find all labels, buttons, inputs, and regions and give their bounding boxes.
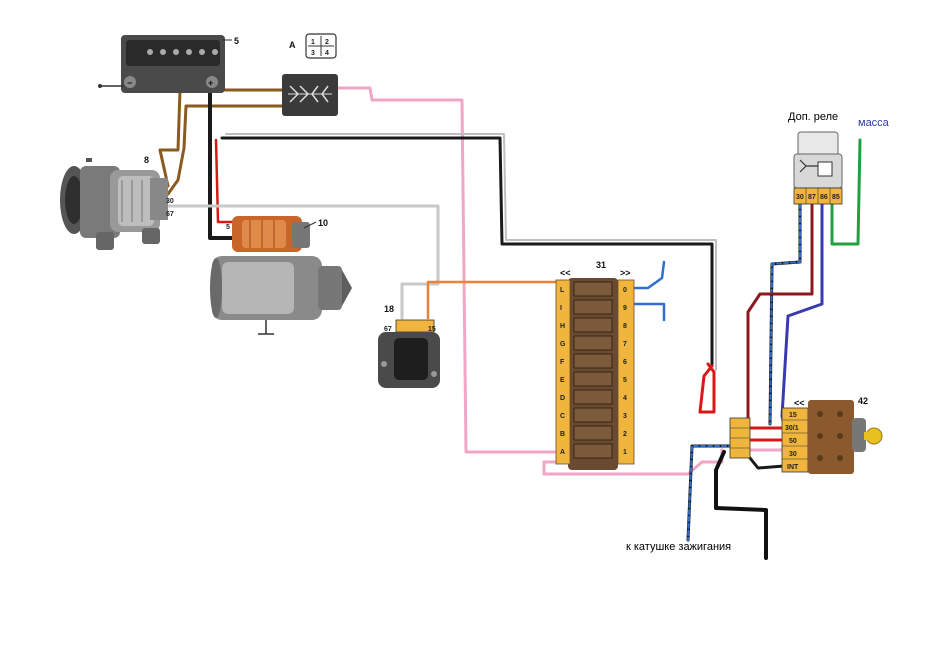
fuse-number: 6 bbox=[623, 359, 627, 366]
orange-wire-15 bbox=[426, 280, 558, 320]
fuse-letter: H bbox=[560, 323, 565, 330]
connector-a-pin-1: 1 bbox=[311, 39, 315, 46]
fuse-letter: L bbox=[560, 287, 565, 294]
ign-black bbox=[748, 456, 786, 470]
heavy-black-wire bbox=[714, 450, 768, 560]
aux-relay: Доп. реле масса 30 87 86 85 bbox=[788, 111, 890, 205]
svg-text:<<: << bbox=[560, 268, 571, 278]
coil-wire-blue bbox=[687, 445, 741, 541]
battery-minus: − bbox=[127, 78, 132, 88]
regulator-terminal-67: 67 bbox=[384, 326, 392, 333]
wires bbox=[158, 86, 862, 560]
relay-pin-87: 87 bbox=[808, 194, 816, 201]
relay-pin-30: 30 bbox=[796, 194, 804, 201]
fuse-letter: B bbox=[560, 431, 565, 438]
fuse-number: 3 bbox=[623, 413, 627, 420]
relay-87-darkred bbox=[746, 202, 814, 422]
fuse-letter-labels: L I H G F E D C B A bbox=[560, 287, 566, 456]
ignition-switch: 42 << 15 30/1 50 30 INT bbox=[781, 396, 883, 474]
connector-a-pin-4: 4 bbox=[325, 50, 329, 57]
fuse-box: 31 << >> L I H G F E D C B A bbox=[555, 260, 635, 470]
relay-pin-85: 85 bbox=[832, 194, 840, 201]
starter-terminal-5: 5 bbox=[226, 224, 230, 231]
relay-pin-86: 86 bbox=[820, 194, 828, 201]
relay-title: Доп. реле bbox=[788, 111, 838, 123]
junction-connector bbox=[729, 417, 751, 459]
pink-wire-bottom bbox=[542, 448, 724, 476]
battery: − + 5 bbox=[98, 35, 239, 93]
pink-wire bbox=[336, 86, 558, 454]
alternator-number: 8 bbox=[144, 155, 149, 165]
voltage-regulator: 18 67 15 bbox=[378, 304, 440, 388]
fuse-number: 4 bbox=[623, 395, 627, 402]
fuse-number: 7 bbox=[623, 341, 627, 348]
ground-label: масса bbox=[858, 117, 890, 129]
regulator-number: 18 bbox=[384, 304, 394, 314]
battery-plus: + bbox=[208, 78, 213, 88]
ignition-terminal-30-1: 30/1 bbox=[785, 425, 799, 432]
black-main-wire bbox=[208, 90, 234, 240]
regulator-terminal-15: 15 bbox=[428, 326, 436, 333]
fuse-letter: I bbox=[560, 305, 562, 312]
coil-label: к катушке зажигания bbox=[626, 541, 731, 553]
relay-86-navy bbox=[780, 202, 824, 428]
alternator-terminal-67: 67 bbox=[166, 211, 174, 218]
connector-a-pin-3: 3 bbox=[311, 50, 315, 57]
battery-number: 5 bbox=[234, 36, 239, 46]
connector-a-pin-2: 2 bbox=[325, 39, 329, 46]
ignition-terminal-int: INT bbox=[787, 464, 799, 471]
fuse-letter: D bbox=[560, 395, 565, 402]
alternator-terminal-30: 30 bbox=[166, 198, 174, 205]
fusebox-number: 31 bbox=[596, 260, 606, 270]
ignition-terminal-30: 30 bbox=[789, 451, 797, 458]
fuse-number: 1 bbox=[623, 449, 627, 456]
red-starter-wire bbox=[214, 138, 234, 224]
fuse-rows bbox=[573, 281, 613, 459]
starter: 5 10 bbox=[210, 216, 352, 335]
fuse-letter: A bbox=[560, 449, 565, 456]
fuse-letter: E bbox=[560, 377, 565, 384]
fuse-number: 2 bbox=[623, 431, 627, 438]
ignition-number: 42 bbox=[858, 396, 868, 406]
fuse-number-labels: 0 9 8 7 6 5 4 3 2 1 bbox=[623, 287, 627, 456]
connector-a-label: A bbox=[289, 40, 296, 50]
blue-wire-fuse0 bbox=[632, 260, 666, 290]
connector-a: A 1 2 3 4 bbox=[282, 33, 338, 116]
red-loop-wire bbox=[698, 362, 716, 414]
svg-text:<<: << bbox=[794, 398, 805, 408]
fuse-letter: C bbox=[560, 413, 565, 420]
fuse-letter: G bbox=[560, 341, 566, 348]
relay-30-blue bbox=[769, 203, 801, 425]
brown-wire-2 bbox=[166, 104, 284, 196]
alternator: 8 30 67 bbox=[60, 155, 174, 250]
starter-number: 10 bbox=[318, 218, 328, 228]
fuse-letter: F bbox=[560, 359, 565, 366]
ignition-terminal-15: 15 bbox=[789, 412, 797, 419]
gray-outline-wire bbox=[225, 133, 717, 371]
fuse-number: 5 bbox=[623, 377, 627, 384]
svg-text:>>: >> bbox=[620, 268, 631, 278]
black-long-wire bbox=[220, 136, 714, 368]
relay-85-green bbox=[830, 138, 862, 246]
fuse-number: 0 bbox=[623, 287, 627, 294]
gray-wire-67 bbox=[166, 204, 440, 320]
fuse-number: 9 bbox=[623, 305, 627, 312]
ignition-terminal-50: 50 bbox=[789, 438, 797, 445]
fuse-number: 8 bbox=[623, 323, 627, 330]
blue-wire-fuse9 bbox=[632, 302, 666, 322]
